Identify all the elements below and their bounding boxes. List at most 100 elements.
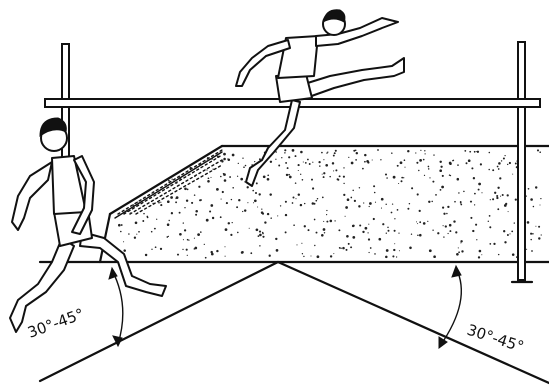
- sand-grain: [253, 202, 254, 203]
- sand-grain: [314, 219, 316, 221]
- sand-grain: [326, 214, 327, 215]
- sand-grain: [432, 181, 434, 183]
- sand-grain: [169, 220, 170, 221]
- sand-grain: [497, 187, 499, 189]
- sand-grain: [255, 192, 257, 194]
- sand-grain: [259, 231, 261, 233]
- sand-grain: [394, 218, 395, 219]
- sand-grain: [431, 201, 433, 203]
- sand-grain: [407, 208, 409, 210]
- sand-grain: [449, 162, 452, 165]
- sand-grain: [509, 233, 510, 234]
- sand-grain: [333, 170, 334, 171]
- sand-grain: [388, 230, 390, 232]
- sand-grain: [514, 222, 515, 223]
- sand-grain: [285, 201, 287, 203]
- sand-grain: [385, 173, 387, 175]
- sand-grain: [501, 160, 502, 161]
- sand-grain: [490, 199, 491, 200]
- sand-grain: [167, 223, 170, 226]
- sand-grain: [540, 198, 541, 199]
- sand-grain: [189, 183, 190, 184]
- sand-grain: [264, 221, 266, 223]
- sand-grain: [187, 255, 188, 256]
- sand-grain: [210, 177, 211, 178]
- sand-grain: [343, 183, 344, 184]
- sand-grain: [504, 241, 506, 243]
- sand-grain: [187, 239, 189, 241]
- sand-grain: [275, 159, 276, 160]
- sand-grain: [224, 179, 227, 182]
- sand-grain: [498, 254, 499, 255]
- sand-grain: [359, 187, 360, 188]
- sand-grain: [489, 226, 491, 228]
- sand-grain: [472, 230, 474, 232]
- sand-grain: [154, 228, 156, 230]
- sand-grain: [493, 243, 495, 245]
- sand-grain: [330, 255, 332, 257]
- sand-grain: [386, 249, 389, 252]
- sand-grain: [258, 235, 260, 237]
- sand-grain: [137, 201, 138, 202]
- sand-grain: [415, 152, 416, 153]
- sand-grain: [182, 249, 183, 250]
- sand-grain: [210, 204, 213, 207]
- sand-grain: [323, 176, 325, 178]
- sand-grain: [343, 167, 344, 168]
- sand-grain: [458, 247, 459, 248]
- sand-grain: [184, 229, 186, 231]
- sand-grain: [126, 210, 128, 212]
- sand-grain: [267, 178, 270, 181]
- sand-grain: [186, 249, 188, 251]
- sand-grain: [478, 256, 480, 258]
- sand-grain: [492, 169, 494, 171]
- sand-grain: [417, 235, 419, 237]
- sand-grain: [372, 159, 373, 160]
- sand-grain: [151, 249, 152, 250]
- sand-grain: [424, 175, 425, 176]
- sand-grain: [186, 199, 188, 201]
- sand-grain: [392, 255, 394, 257]
- sand-grain: [176, 196, 179, 199]
- sand-grain: [350, 246, 352, 248]
- sand-grain: [300, 151, 303, 154]
- sand-grain: [314, 203, 316, 205]
- sand-grain: [512, 174, 513, 175]
- sand-grain: [340, 248, 341, 249]
- sand-grain: [152, 203, 154, 205]
- sand-grain: [298, 164, 300, 166]
- sand-grain: [375, 202, 376, 203]
- sand-grain: [160, 202, 161, 203]
- sand-grain: [257, 206, 258, 207]
- sand-grain: [449, 224, 452, 227]
- sand-grain: [473, 177, 475, 179]
- sand-grain: [118, 224, 121, 227]
- sand-grain: [437, 232, 439, 234]
- sand-grain: [343, 176, 345, 178]
- sand-grain: [293, 197, 295, 199]
- sand-grain: [447, 206, 449, 208]
- sand-grain: [224, 246, 225, 247]
- sand-grain: [460, 242, 461, 243]
- sand-grain: [335, 150, 337, 152]
- sand-grain: [435, 194, 437, 196]
- sand-grain: [423, 222, 426, 225]
- sand-grain: [338, 229, 340, 231]
- sand-grain: [457, 164, 459, 166]
- sand-grain: [194, 175, 196, 177]
- sand-grain: [416, 162, 418, 164]
- sand-grain: [242, 158, 243, 159]
- sand-grain: [298, 170, 299, 171]
- sand-grain: [288, 156, 290, 158]
- sand-grain: [424, 150, 425, 151]
- sand-grain: [223, 173, 226, 176]
- sand-grain: [352, 236, 355, 239]
- sand-grain: [221, 199, 222, 200]
- sand-grain: [474, 151, 476, 153]
- sand-grain: [244, 209, 246, 211]
- sand-grain: [343, 194, 345, 196]
- sand-grain: [259, 234, 262, 237]
- sand-grain: [411, 187, 413, 189]
- sand-grain: [183, 239, 184, 240]
- sand-grain: [323, 221, 324, 222]
